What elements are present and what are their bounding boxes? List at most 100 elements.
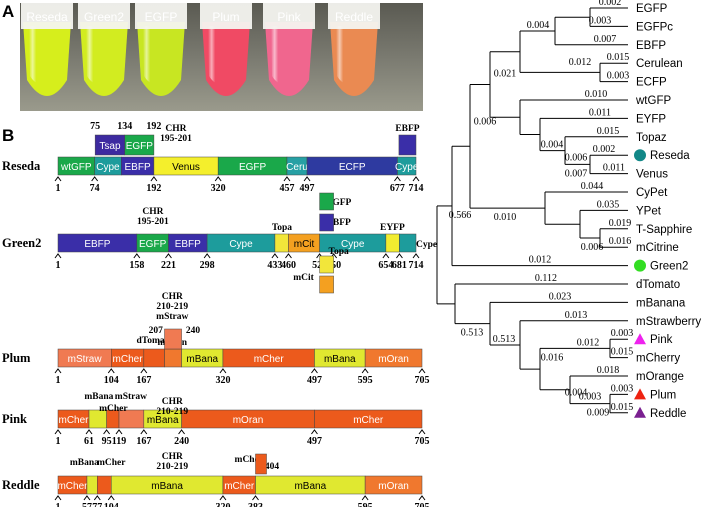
tick-mark	[140, 368, 148, 374]
annotation: CHR	[142, 207, 163, 217]
segment-label: Cype	[96, 162, 120, 173]
position-label: 320	[211, 183, 226, 194]
position-label: 61	[84, 436, 94, 447]
annotation: EGFP	[326, 198, 352, 208]
position-label: 77	[92, 502, 102, 507]
branch-length: 0.006	[474, 116, 497, 127]
position-label: 320	[215, 502, 230, 507]
annotation: mStraw	[115, 392, 147, 402]
position-label: 705	[415, 436, 430, 447]
annotation: mBana	[84, 392, 113, 402]
insert-label: Tsap	[99, 141, 121, 152]
tube-label: EGFP	[145, 10, 178, 24]
tube-green2: Green2	[78, 3, 130, 96]
branch-length: 0.002	[593, 144, 616, 155]
tube-plum: Plum	[200, 3, 252, 96]
branch-length: 0.009	[587, 408, 610, 419]
branch-length: 0.004	[527, 20, 550, 31]
branch-length: 0.566	[449, 210, 472, 221]
position-label: 320	[215, 375, 230, 386]
taxon-label: wtGFP	[635, 95, 671, 107]
taxon-label: mBanana	[636, 297, 686, 309]
tube-highlight	[143, 26, 155, 84]
taxon-label: Venus	[636, 169, 668, 181]
construct-name: Green2	[2, 236, 41, 250]
marker-triangle-icon	[634, 333, 646, 345]
segment-label: mCher	[224, 481, 255, 492]
branch-length: 0.035	[597, 199, 620, 210]
tick-mark	[83, 495, 91, 501]
segment-label: Cype	[395, 162, 419, 173]
branch-length: 0.023	[549, 291, 572, 302]
position-label: 1	[56, 436, 61, 447]
position-label: 221	[161, 260, 176, 271]
position-label: 460	[281, 260, 296, 271]
segment-moran	[364, 475, 423, 495]
taxon-label: EYFP	[636, 113, 666, 125]
tick-mark	[107, 368, 115, 374]
segment-label: mOran	[378, 481, 409, 492]
tube-cap	[78, 3, 130, 29]
taxon-label: EGFPc	[636, 21, 673, 33]
stack-topa	[319, 255, 334, 274]
annotation: mCher	[99, 404, 128, 414]
position-label: 119	[112, 436, 126, 447]
position-label: 497	[307, 436, 322, 447]
segment-label: mOran	[378, 354, 409, 365]
taxon-label: Plum	[650, 389, 676, 401]
position-label: 1	[56, 183, 61, 194]
segment-label: EGFP	[239, 162, 267, 173]
branch-length: 0.112	[535, 273, 557, 284]
taxon-label: mStrawberry	[636, 316, 701, 328]
tube-cap	[135, 3, 187, 29]
insert-egfp	[124, 134, 155, 156]
insert-position-label: 134	[117, 121, 132, 132]
tick-mark	[203, 253, 211, 259]
taxon-label: ECFP	[636, 77, 667, 89]
branch-length: 0.003	[589, 15, 612, 26]
tube-cap	[328, 3, 380, 29]
segment-label: ECFP	[339, 162, 366, 173]
branch-length: 0.010	[494, 212, 517, 223]
marker-triangle-icon	[634, 406, 646, 418]
branch-length: 0.003	[607, 71, 630, 82]
branch-length: 0.007	[565, 168, 588, 179]
taxon-label: Reseda	[650, 150, 690, 162]
tick-mark	[219, 368, 227, 374]
position-label: 95	[102, 436, 112, 447]
tick-mark	[91, 176, 99, 182]
taxon-label: Cerulean	[636, 58, 683, 70]
panel-letter-a: A	[2, 2, 14, 21]
position-label: 57	[82, 502, 92, 507]
marker-triangle-icon	[634, 388, 646, 400]
tick-mark	[140, 429, 148, 435]
segment-label: mCher	[57, 481, 88, 492]
position-label: 705	[415, 375, 430, 386]
position-label: 167	[136, 375, 151, 386]
annotation: mCher	[235, 455, 264, 465]
branch-length: 0.513	[493, 334, 516, 345]
construct-name: Reddle	[2, 478, 40, 492]
reddle-insert	[255, 453, 267, 475]
tick-mark	[93, 495, 101, 501]
segment-label: mCher	[353, 415, 384, 426]
taxon-label: Green2	[650, 261, 688, 273]
segment-eyfp	[385, 233, 400, 253]
position-label: 192	[146, 183, 161, 194]
tick-mark	[214, 176, 222, 182]
branch-length: 0.007	[594, 34, 617, 45]
tube-reddle: Reddle	[328, 3, 380, 96]
branch-length: 0.013	[565, 310, 588, 321]
position-label: 595	[358, 375, 373, 386]
segment-label: mOran	[233, 415, 264, 426]
segment-label: EBFP	[175, 239, 201, 250]
tube-label: Plum	[212, 10, 239, 24]
tick-mark	[311, 368, 318, 374]
annotation: 195-201	[160, 134, 192, 144]
tick-mark	[412, 253, 420, 259]
tick-mark	[219, 495, 227, 501]
